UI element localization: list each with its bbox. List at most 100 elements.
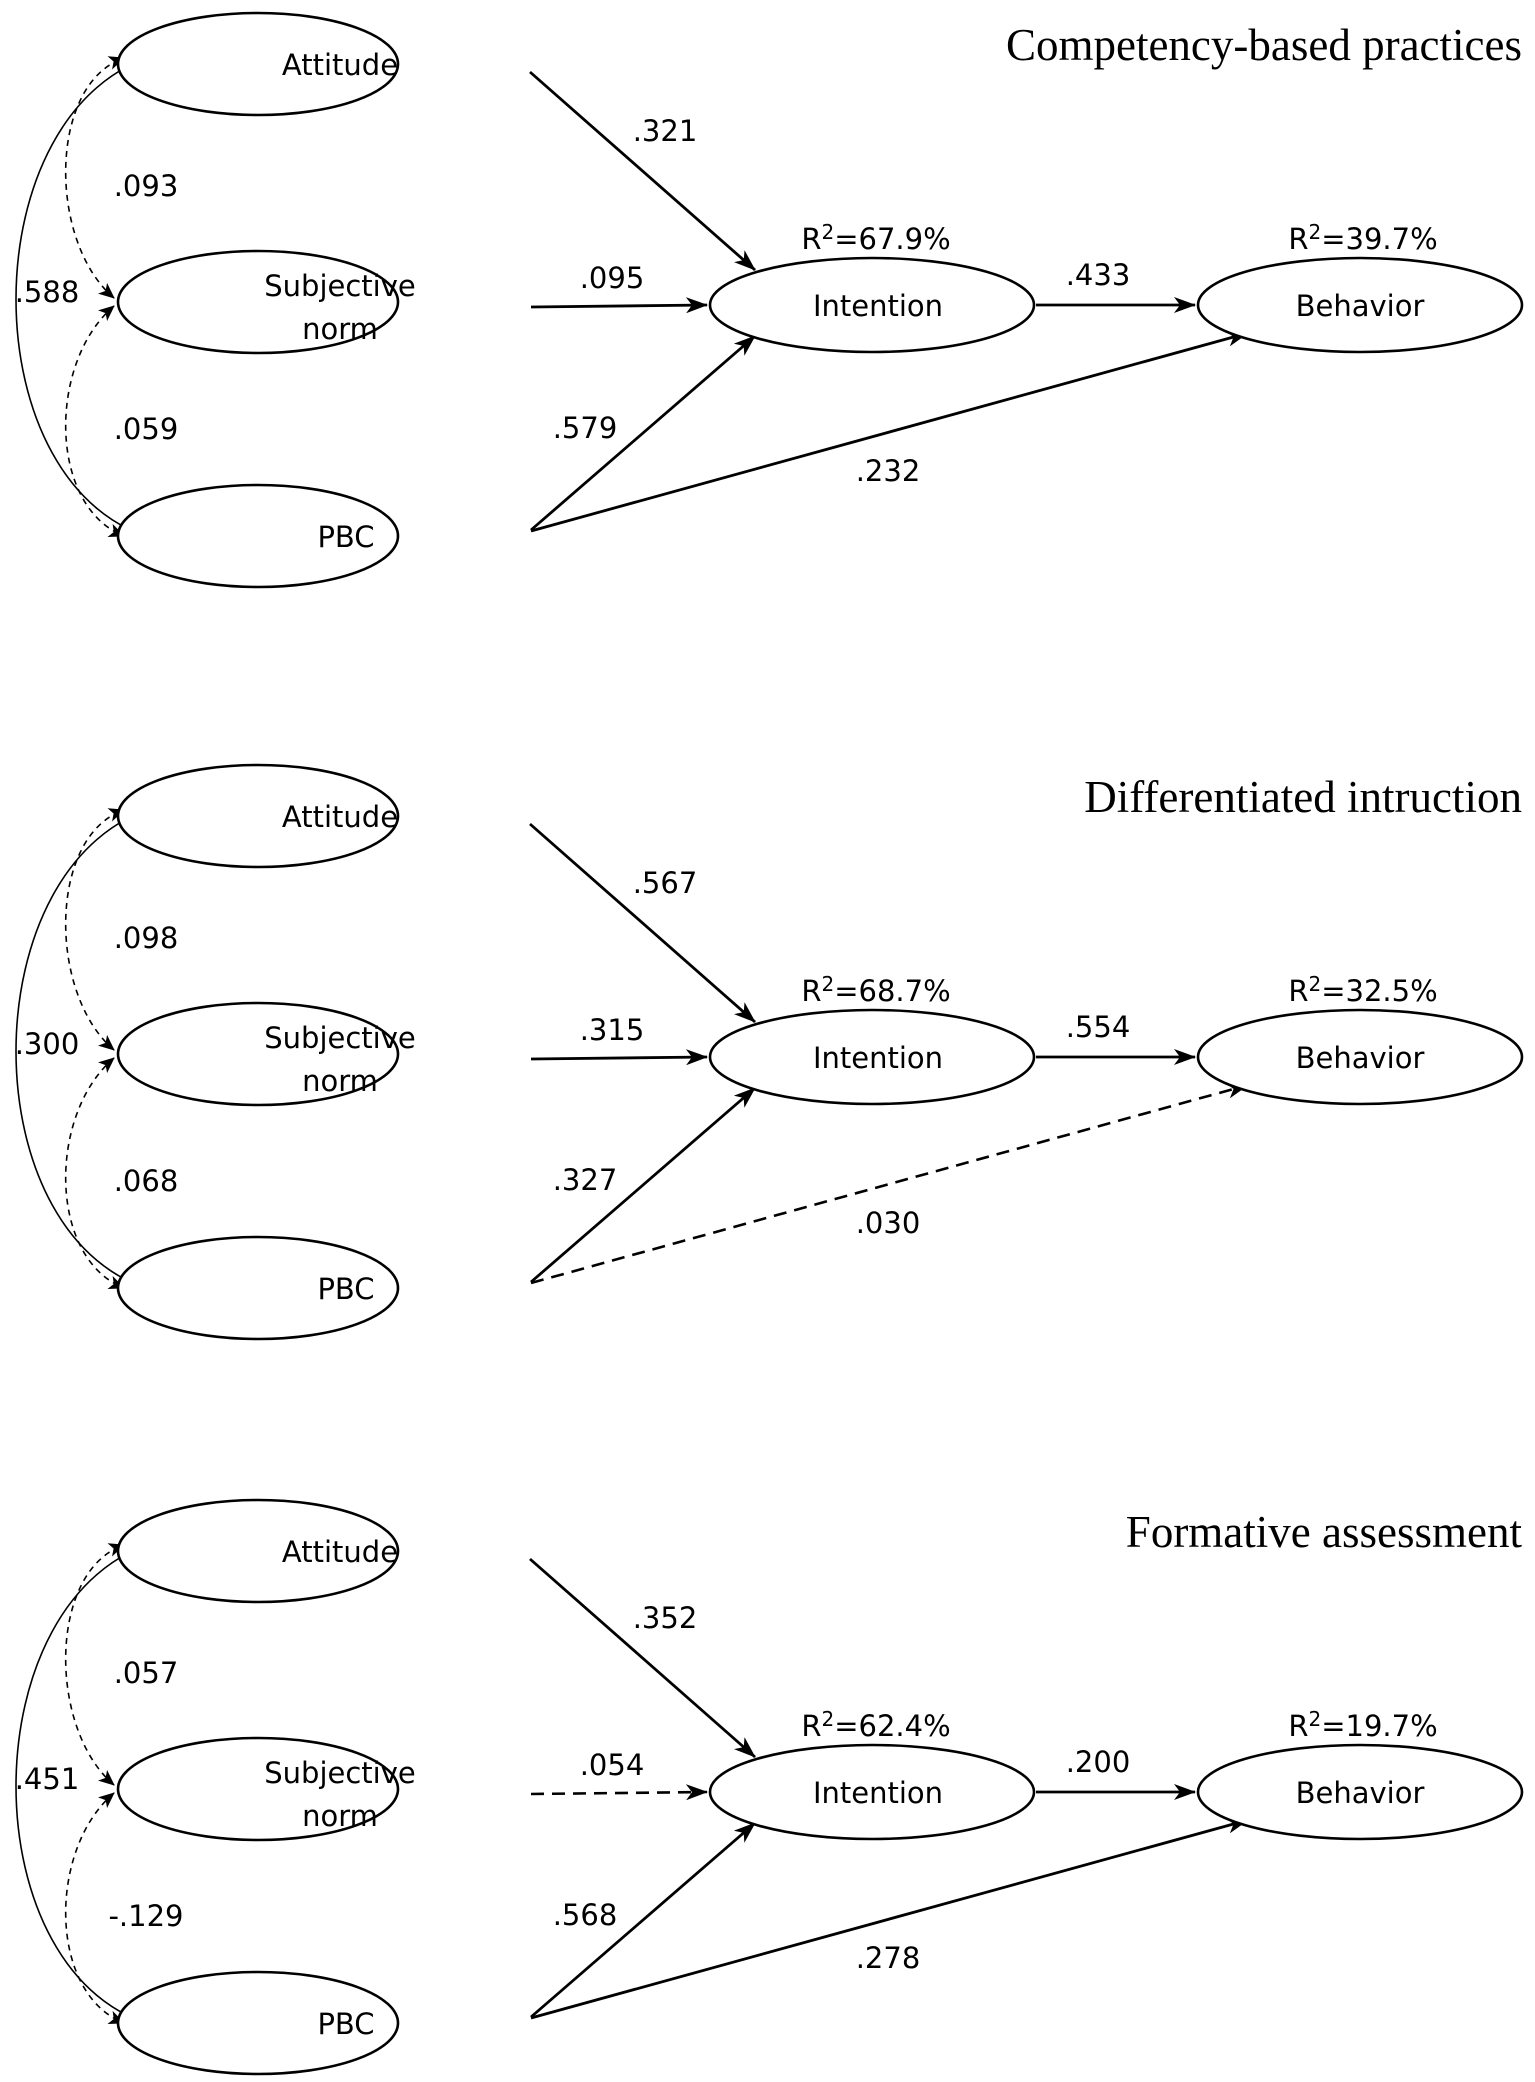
path-pbc-intention: [530, 334, 756, 532]
node-attitude-label: Attitude: [282, 1535, 398, 1569]
path-pbc-behavior: [530, 330, 1249, 533]
corr-sn-pbc-label: .068: [114, 1164, 179, 1198]
node-attitude: [116, 1498, 400, 1604]
node-attitude-label: Attitude: [282, 48, 398, 82]
node-subjective-norm: [116, 249, 400, 355]
node-behavior: [1196, 256, 1524, 354]
coef-pbc-behavior: .232: [856, 454, 921, 488]
node-subjective-norm-label-1: Subjective: [264, 269, 415, 303]
panel-2: Differentiated intruction .098 .068 .300 .56…: [15, 763, 1524, 1341]
coef-attitude-intention: .352: [633, 1601, 698, 1635]
path-sn-intention: [530, 297, 708, 314]
coef-pbc-behavior: .278: [856, 1941, 921, 1975]
node-subjective-norm-label-1: Subjective: [264, 1756, 415, 1790]
coef-pbc-behavior: .030: [856, 1206, 921, 1240]
panel-title: Competency-based practices: [1006, 20, 1522, 70]
corr-attitude-sn-curve: [64, 1543, 125, 1786]
node-behavior-label: Behavior: [1296, 289, 1425, 323]
paths: .567 .315 .327 .554 .030: [529, 822, 1249, 1285]
coef-attitude-intention: .321: [633, 114, 698, 148]
behavior-r2: R2=19.7%: [1288, 1707, 1437, 1743]
node-pbc: [116, 483, 400, 589]
node-intention-label: Intention: [813, 1776, 943, 1810]
path-sn-intention: [530, 1049, 708, 1066]
node-subjective-norm-label-1: Subjective: [264, 1021, 415, 1055]
corr-sn-pbc-label: -.129: [108, 1899, 183, 1933]
coef-pbc-intention: .579: [553, 411, 618, 445]
coef-intention-behavior: .200: [1066, 1745, 1131, 1779]
path-pbc-behavior: [530, 1082, 1249, 1285]
corr-attitude-sn-label: .098: [114, 921, 179, 955]
node-intention: [708, 1743, 1036, 1841]
node-attitude: [116, 763, 400, 869]
node-subjective-norm-label-2: norm: [302, 312, 378, 346]
coef-pbc-intention: .568: [553, 1898, 618, 1932]
panel-title: Formative assessment: [1126, 1507, 1523, 1557]
coef-sn-intention: .095: [580, 261, 645, 295]
corr-attitude-pbc-label: .451: [15, 1762, 80, 1796]
path-pbc-behavior: [530, 1817, 1249, 2020]
intention-r2: R2=67.9%: [801, 220, 950, 256]
path-attitude-intention: [529, 1557, 756, 1759]
corr-attitude-pbc-curve: [15, 53, 161, 544]
node-subjective-norm: [116, 1736, 400, 1842]
node-intention-label: Intention: [813, 289, 943, 323]
corr-attitude-pbc-label: .300: [15, 1027, 80, 1061]
node-behavior-label: Behavior: [1296, 1776, 1425, 1810]
corr-attitude-sn-curve: [64, 56, 125, 299]
path-attitude-intention: [529, 70, 756, 272]
coef-sn-intention: .315: [580, 1013, 645, 1047]
node-pbc: [116, 1235, 400, 1341]
node-intention: [708, 256, 1036, 354]
node-intention-label: Intention: [813, 1041, 943, 1075]
corr-sn-pbc-curve: [64, 1057, 125, 1289]
node-behavior: [1196, 1008, 1524, 1106]
corr-attitude-pbc-label: .588: [15, 275, 80, 309]
path-pbc-intention: [530, 1086, 756, 1284]
node-pbc: [116, 1970, 400, 2076]
path-attitude-intention: [529, 822, 756, 1024]
corr-attitude-sn-label: .093: [114, 169, 179, 203]
coef-sn-intention: .054: [580, 1748, 645, 1782]
path-sn-intention: [530, 1784, 708, 1801]
node-pbc-label: PBC: [317, 2007, 374, 2041]
correlations: .093 .059 .588: [15, 51, 179, 544]
node-pbc-label: PBC: [317, 1272, 374, 1306]
coef-pbc-intention: .327: [553, 1163, 618, 1197]
paths: .321 .095 .579 .433 .232: [529, 70, 1249, 533]
node-attitude-label: Attitude: [282, 800, 398, 834]
node-subjective-norm: [116, 1001, 400, 1107]
coef-intention-behavior: .433: [1066, 258, 1131, 292]
path-pbc-intention: [530, 1821, 756, 2019]
paths: .352 .054 .568 .200 .278: [529, 1557, 1249, 2020]
behavior-r2: R2=39.7%: [1288, 220, 1437, 256]
node-subjective-norm-label-2: norm: [302, 1799, 378, 1833]
intention-r2: R2=62.4%: [801, 1707, 950, 1743]
corr-attitude-pbc-curve: [15, 1540, 161, 2031]
node-intention: [708, 1008, 1036, 1106]
corr-attitude-sn-curve: [64, 808, 125, 1051]
panel-3: Formative assessment .057 -.129 .451 .352 .05…: [15, 1498, 1524, 2076]
corr-sn-pbc-curve: [64, 305, 125, 537]
coef-attitude-intention: .567: [633, 866, 698, 900]
panel-1: Competency-based practices .093 .059 .588 .3…: [15, 11, 1524, 589]
behavior-r2: R2=32.5%: [1288, 972, 1437, 1008]
node-attitude: [116, 11, 400, 117]
correlations: .057 -.129 .451: [15, 1538, 184, 2031]
node-pbc-label: PBC: [317, 520, 374, 554]
corr-attitude-sn-label: .057: [114, 1656, 179, 1690]
corr-attitude-pbc-curve: [15, 805, 161, 1296]
coef-intention-behavior: .554: [1066, 1010, 1131, 1044]
corr-sn-pbc-curve: [64, 1792, 125, 2024]
node-behavior: [1196, 1743, 1524, 1841]
corr-sn-pbc-label: .059: [114, 412, 179, 446]
intention-r2: R2=68.7%: [801, 972, 950, 1008]
correlations: .098 .068 .300: [15, 803, 179, 1296]
node-subjective-norm-label-2: norm: [302, 1064, 378, 1098]
node-behavior-label: Behavior: [1296, 1041, 1425, 1075]
panel-title: Differentiated intruction: [1084, 772, 1522, 822]
